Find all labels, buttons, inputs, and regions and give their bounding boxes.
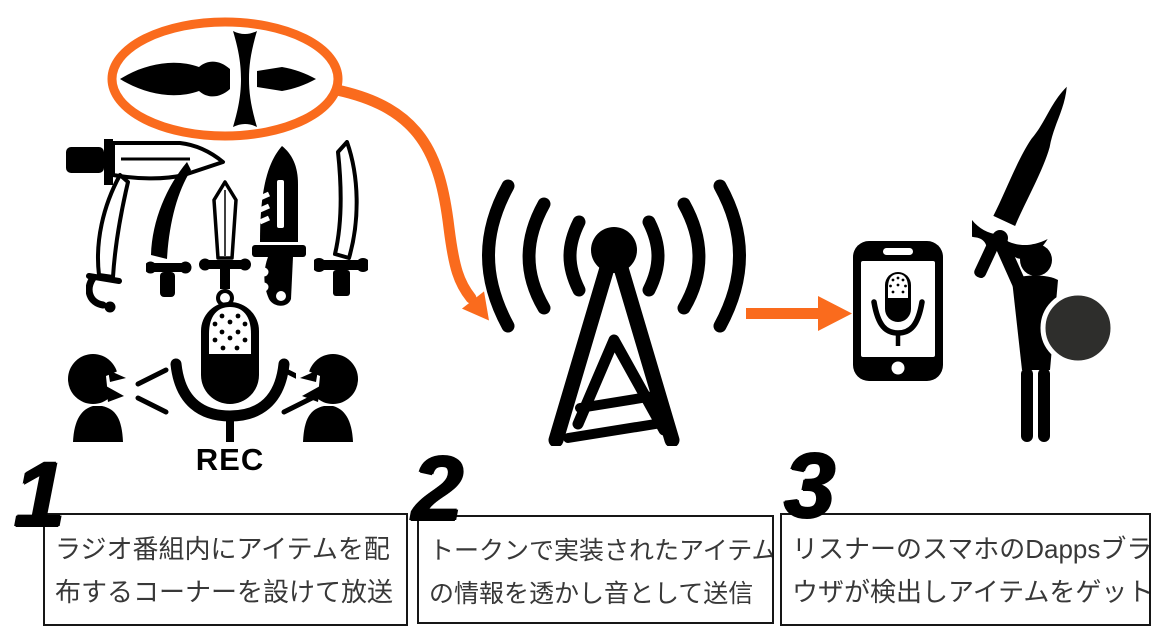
- speaker-left-icon: [66, 352, 130, 442]
- dagger-icon: [120, 31, 316, 127]
- saber-sword-icon: [85, 172, 138, 313]
- rec-label: REC: [195, 442, 265, 477]
- phone-mic-icon: [871, 272, 925, 346]
- step-1-caption-line-2: 布するコーナーを設けて放送: [55, 577, 394, 607]
- curved-sword-icon: [312, 140, 370, 302]
- step-3-caption-line-1: リスナーのスマホのDappsブラ: [792, 534, 1151, 564]
- step-3-caption-line-2: ウザが検出しアイテムをゲット: [792, 577, 1151, 607]
- highlight-ellipse-icon: [107, 17, 343, 141]
- scimitar-sword-icon: [144, 160, 192, 302]
- curved-arrow-icon: [325, 78, 520, 328]
- step-2-number: 2: [412, 438, 464, 540]
- circled-item-icon: [104, 14, 346, 146]
- step-1-number: 1: [14, 444, 66, 546]
- right-arrow-icon: [746, 294, 854, 332]
- speaker-right-icon: [296, 352, 360, 442]
- warrior-icon: [959, 38, 1152, 446]
- shield-icon: [1040, 290, 1116, 366]
- step-3-number: 3: [784, 435, 836, 537]
- combat-knife-icon: [252, 146, 306, 312]
- step-2-caption-line-1: トークンで実装されたアイテム: [429, 537, 774, 565]
- microphone-icon: [160, 300, 300, 448]
- smartphone-icon: [852, 240, 944, 382]
- step-3-caption-box: リスナーのスマホのDappsブラ ウザが検出しアイテムをゲット: [780, 513, 1151, 626]
- step-1-caption-box: ラジオ番組内にアイテムを配 布するコーナーを設けて放送: [43, 513, 408, 626]
- sound-marks-left-icon: [134, 366, 170, 416]
- step-1-caption-line-1: ラジオ番組内にアイテムを配: [55, 534, 390, 564]
- step-2-caption-line-2: の情報を透かし音として送信: [429, 580, 754, 608]
- straight-sword-icon: [199, 180, 251, 312]
- broadcast-tower-icon: [468, 178, 760, 448]
- step-2-caption-box: トークンで実装されたアイテム の情報を透かし音として送信: [417, 515, 774, 624]
